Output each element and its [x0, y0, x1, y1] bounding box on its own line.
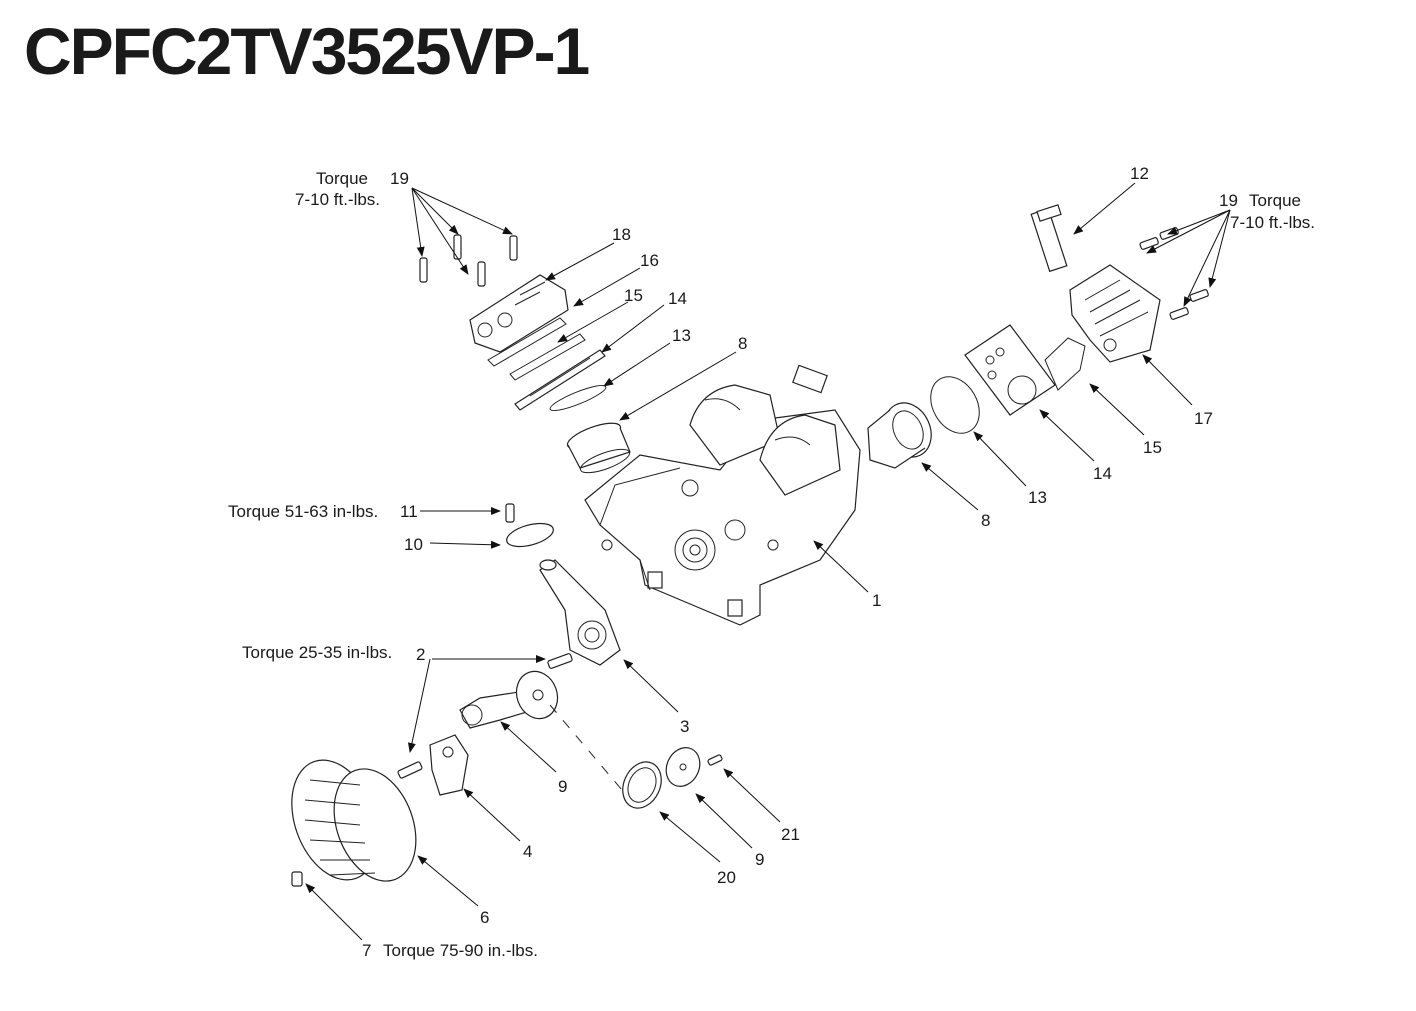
- torque-note-2: Torque 25-35 in-lbs.: [242, 643, 392, 662]
- callout-11: 11: [400, 502, 418, 521]
- callout-16: 16: [640, 251, 659, 270]
- callout-4: 4: [523, 842, 532, 861]
- cylinder-head-right: [1069, 264, 1161, 363]
- valve-plate-right: [964, 324, 1056, 416]
- disc-9: [665, 747, 701, 787]
- torque-note-right-value: 7-10 ft.-lbs.: [1230, 213, 1315, 232]
- eccentric-rod: [459, 670, 559, 729]
- torque-note-left-label: Torque: [316, 169, 368, 188]
- leader-lines: [305, 182, 1231, 941]
- torque-note-7: Torque 75-90 in.-lbs.: [383, 941, 538, 960]
- counterweight: [429, 734, 469, 796]
- callout-7: 7: [362, 941, 371, 960]
- callout-1: 1: [872, 591, 881, 610]
- washer-20: [622, 761, 662, 809]
- cooling-fan: [291, 759, 417, 882]
- callout-9-left: 9: [558, 777, 567, 796]
- callout-12: 12: [1130, 164, 1149, 183]
- callout-9-right: 9: [755, 850, 764, 869]
- callout-8-right: 8: [981, 511, 990, 530]
- torque-note-right-label: Torque: [1249, 191, 1301, 210]
- callout-14-left: 14: [668, 289, 687, 308]
- callout-10: 10: [404, 535, 423, 554]
- callout-6: 6: [480, 908, 489, 927]
- callout-13-right: 13: [1028, 488, 1047, 507]
- callout-3: 3: [680, 717, 689, 736]
- screw-21: [707, 754, 723, 766]
- callout-19-left: 19: [390, 169, 409, 188]
- callout-15-right: 15: [1143, 438, 1162, 457]
- o-ring-right: [930, 376, 980, 434]
- bolt-2-upper: [547, 653, 573, 669]
- gasket-left: [509, 333, 586, 381]
- cylinder-sleeve-left: [566, 422, 631, 474]
- o-ring-left: [549, 384, 607, 412]
- screw-11: [505, 503, 515, 523]
- callout-2: 2: [416, 645, 425, 664]
- connecting-rod: [539, 559, 621, 666]
- callout-17: 17: [1194, 409, 1213, 428]
- gasket-upper-left: [487, 317, 567, 367]
- cylinder-sleeve-right: [867, 402, 932, 469]
- callout-18: 18: [612, 225, 631, 244]
- bolt-2-lower: [397, 761, 423, 779]
- gasket-right: [1044, 337, 1086, 391]
- callout-19-right: 19: [1219, 191, 1238, 210]
- crankcase-body: [584, 364, 861, 626]
- torque-note-11: Torque 51-63 in-lbs.: [228, 502, 378, 521]
- torque-note-left-value: 7-10 ft.-lbs.: [295, 190, 380, 209]
- page-title: CPFC2TV3525VP-1: [24, 14, 590, 88]
- callout-20: 20: [717, 868, 736, 887]
- cap-10: [506, 522, 554, 548]
- callout-15-left: 15: [624, 286, 643, 305]
- screw-7: [291, 871, 303, 887]
- callout-13-left: 13: [672, 326, 691, 345]
- callout-8-left: 8: [738, 334, 747, 353]
- callout-14-right: 14: [1093, 464, 1112, 483]
- cylinder-head-left: [469, 274, 569, 353]
- tube-fitting: [1030, 204, 1068, 273]
- callout-21: 21: [781, 825, 800, 844]
- valve-plate-left: [514, 349, 606, 411]
- head-bolts-left: [419, 234, 518, 287]
